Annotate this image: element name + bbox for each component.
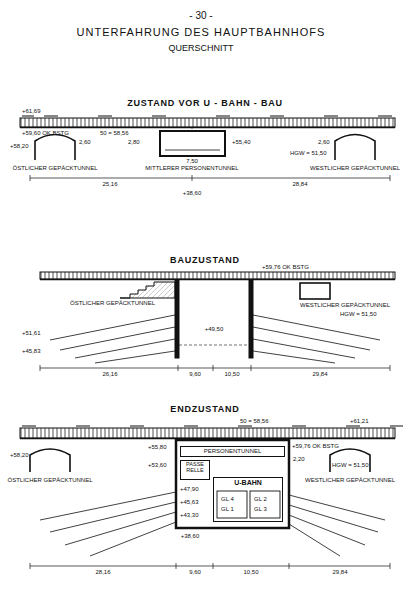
box-label: PERSONENTUNNEL (204, 448, 262, 454)
section-heading: ZUSTAND VOR U - BAHN - BAU (127, 99, 283, 109)
section-heading: BAUZUSTAND (170, 256, 240, 266)
tunnel-box: PERSONENTUNNEL (180, 446, 285, 457)
dimension-label: WESTLICHER GEPÄCKTUNNEL (305, 477, 395, 484)
dimension-label: 9,60 (189, 569, 201, 576)
dimension-label: +61,21 (350, 418, 369, 425)
dimension-label: +38,60 (181, 533, 200, 540)
dimension-label: QUERSCHNITT (169, 44, 234, 54)
dimension-label: +55,40 (232, 139, 251, 146)
dimension-label: 2,60 (79, 139, 91, 146)
dimension-label: 10,50 (243, 569, 258, 576)
dimension-label: HGW = 51,50 (340, 311, 377, 318)
dimension-label: GL 4 (221, 496, 234, 503)
dimension-label: 29,84 (332, 569, 347, 576)
dimension-label: +51,61 (22, 330, 41, 337)
page-title: UNTERFAHRUNG DES HAUPTBAHNHOFS (77, 26, 326, 38)
dimension-label: +43,30 (180, 512, 199, 519)
section-heading: ENDZUSTAND (170, 405, 239, 415)
dimension-label: 2,60 (318, 139, 330, 146)
dimension-label: GL 2 (254, 496, 267, 503)
dimension-label: - 30 - (189, 10, 212, 21)
dimension-label: +45,83 (22, 348, 41, 355)
dimension-label: 2,80 (128, 139, 140, 146)
dimension-label: HGW = 51,50 (290, 150, 327, 157)
dimension-label: +58,20 (10, 143, 29, 150)
box-label: U-BAHN (234, 479, 262, 486)
dimension-label: ÖSTLICHER GEPÄCKTUNNEL (70, 300, 155, 307)
tunnel-box: PASSE RELLE (180, 460, 210, 480)
dimension-label: HGW = 51,50 (332, 462, 369, 469)
dimension-label: 50 = 58,56 (100, 130, 129, 137)
dimension-label: 50 = 58,56 (240, 418, 269, 425)
dimension-label: GL 1 (221, 506, 234, 513)
dimension-label: 9,60 (189, 371, 201, 378)
dimension-label: +61,69 (22, 108, 41, 115)
dimension-label: WESTLICHER GEPÄCKTUNNEL (310, 165, 400, 172)
dimension-label: 28,84 (292, 181, 307, 188)
dimension-label: 2,20 (293, 456, 305, 463)
dimension-label: ÖSTLICHER GEPÄCKTUNNEL (12, 165, 97, 172)
dimension-label: +59,60 OK BSTG (22, 130, 69, 137)
dimension-label: WESTLICHER GEPÄCKTUNNEL (300, 302, 390, 309)
dimension-label: 25,16 (102, 181, 117, 188)
dimension-label: 26,16 (102, 371, 117, 378)
dimension-label: +49,50 (205, 326, 224, 333)
dimension-label: +47,90 (180, 486, 199, 493)
dimension-label: MITTLERER PERSONENTUNNEL (145, 165, 238, 172)
dimension-label: +58,20 (10, 452, 29, 459)
dimension-label: 7,50 (186, 158, 198, 165)
dimension-label: 29,84 (312, 371, 327, 378)
dimension-label: +59,76 OK BSTG (262, 264, 309, 271)
dimension-label: ÖSTLICHER GEPÄCKTUNNEL (7, 477, 92, 484)
dimension-label: +55,80 (148, 444, 167, 451)
dimension-label: +38,60 (183, 190, 202, 197)
dimension-label: +59,76 OK BSTG (292, 443, 339, 450)
box-label: PASSE RELLE (183, 462, 207, 474)
dimension-label: +53,60 (148, 462, 167, 469)
dimension-label: 10,50 (224, 371, 239, 378)
dimension-label: 28,16 (95, 569, 110, 576)
dimension-label: GL 3 (254, 506, 267, 513)
dimension-label: +45,63 (180, 499, 199, 506)
